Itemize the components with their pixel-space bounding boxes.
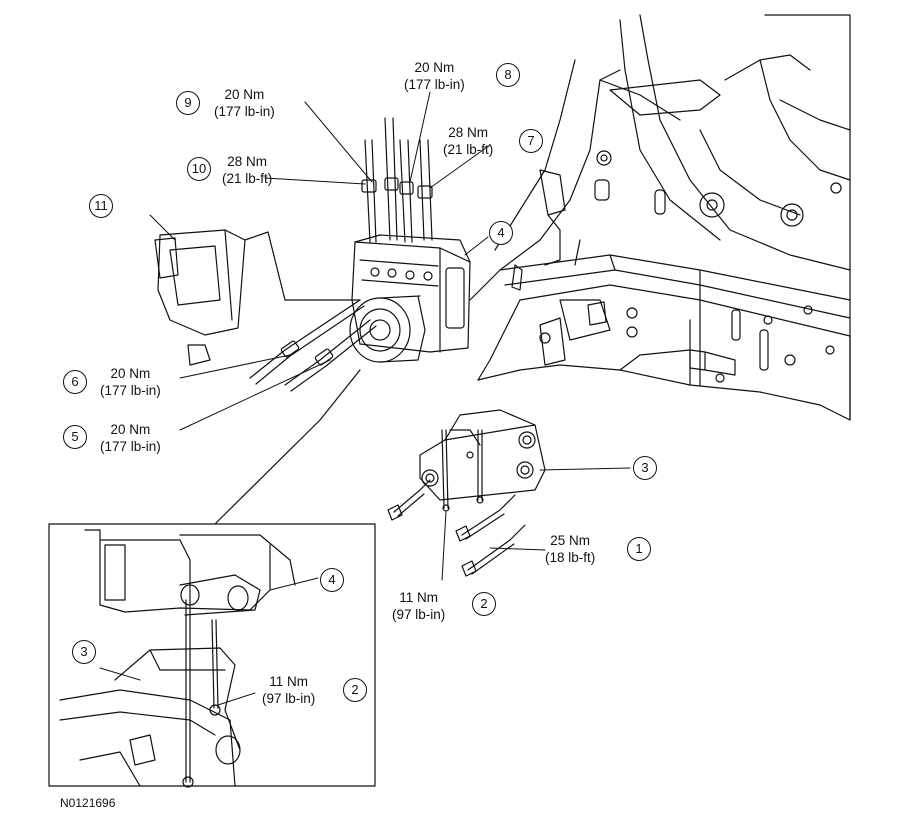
callout-2: 2 <box>472 592 496 616</box>
torque-spec-10: 28 Nm (21 lb-ft) <box>222 153 272 187</box>
torque-nm: 20 Nm <box>414 60 455 75</box>
torque-nm: 20 Nm <box>110 366 151 381</box>
figure-id: N0121696 <box>60 796 116 810</box>
leader-lines <box>99 91 631 706</box>
torque-nm: 20 Nm <box>110 422 151 437</box>
torque-nm: 11 Nm <box>399 590 439 605</box>
torque-nm: 25 Nm <box>550 533 591 548</box>
callout-4: 4 <box>489 221 513 245</box>
torque-spec-2: 11 Nm (97 lb-in) <box>392 589 445 623</box>
torque-imperial: (177 lb-in) <box>214 104 275 119</box>
callout-3-inset: 3 <box>72 640 96 664</box>
torque-spec-7: 28 Nm (21 lb-ft) <box>443 124 493 158</box>
torque-spec-9: 20 Nm (177 lb-in) <box>214 86 275 120</box>
torque-nm: 11 Nm <box>269 674 309 689</box>
callout-11: 11 <box>89 194 113 218</box>
torque-imperial: (97 lb-in) <box>262 691 316 706</box>
torque-nm: 28 Nm <box>448 125 489 140</box>
callout-4-inset: 4 <box>320 568 344 592</box>
torque-imperial: (177 lb-in) <box>404 77 465 92</box>
torque-nm: 28 Nm <box>227 154 268 169</box>
callout-8: 8 <box>496 63 520 87</box>
torque-imperial: (177 lb-in) <box>100 383 161 398</box>
callout-2-inset: 2 <box>343 678 367 702</box>
callout-6: 6 <box>63 370 87 394</box>
callout-1: 1 <box>627 537 651 561</box>
callout-9: 9 <box>176 91 200 115</box>
torque-imperial: (177 lb-in) <box>100 439 161 454</box>
torque-imperial: (97 lb-in) <box>392 607 446 622</box>
callout-7: 7 <box>519 129 543 153</box>
torque-nm: 20 Nm <box>224 87 265 102</box>
callout-5: 5 <box>63 425 87 449</box>
inset-detail <box>48 369 376 788</box>
callout-10: 10 <box>187 157 211 181</box>
torque-spec-6: 20 Nm (177 lb-in) <box>100 365 161 399</box>
abs-module-assembly <box>154 117 546 577</box>
torque-spec-1: 25 Nm (18 lb-ft) <box>545 532 595 566</box>
torque-spec-5: 20 Nm (177 lb-in) <box>100 421 161 455</box>
callout-3: 3 <box>633 456 657 480</box>
torque-spec-2-inset: 11 Nm (97 lb-in) <box>262 673 315 707</box>
torque-spec-8: 20 Nm (177 lb-in) <box>404 59 465 93</box>
torque-imperial: (21 lb-ft) <box>222 171 273 186</box>
torque-imperial: (21 lb-ft) <box>443 142 494 157</box>
vehicle-frame-structure <box>469 14 851 421</box>
torque-imperial: (18 lb-ft) <box>545 550 596 565</box>
